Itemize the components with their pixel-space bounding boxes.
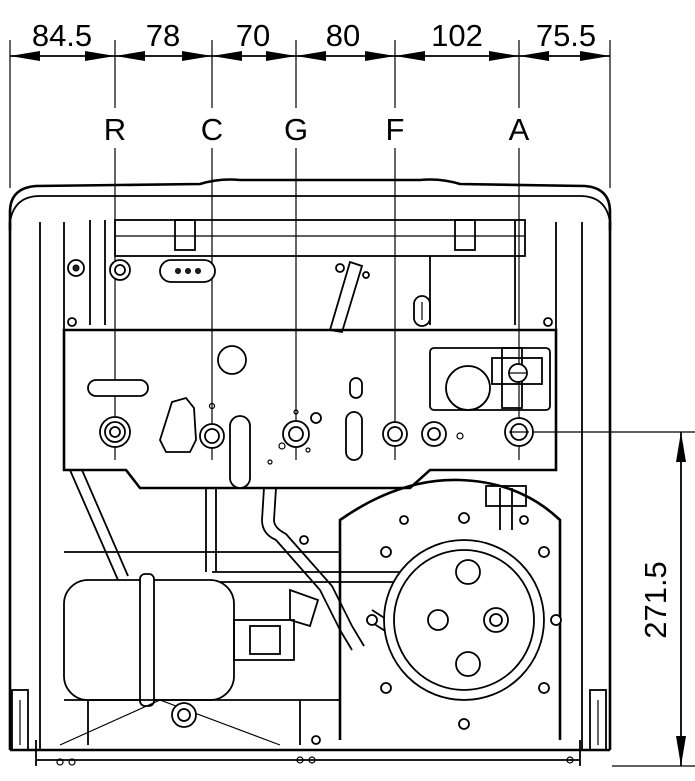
fitting-r: [99, 416, 131, 448]
fitting-a: [504, 417, 534, 447]
upper-internals: [67, 219, 553, 334]
connection-label-f: F: [386, 112, 405, 147]
vertical-dimension: 271.5: [612, 432, 695, 767]
connection-label-r: R: [104, 112, 126, 147]
fitting-c: [199, 423, 225, 449]
connection-plate: [62, 328, 558, 490]
fitting-f: [382, 421, 408, 447]
fittings: [99, 416, 695, 449]
fitting-g: [282, 420, 310, 448]
dimension-label-6: 75.5: [536, 18, 596, 53]
connection-label-g: G: [284, 112, 308, 147]
lower-internals: [59, 469, 562, 746]
dimension-label-3: 70: [236, 18, 270, 53]
dimension-label-vertical: 271.5: [638, 561, 673, 639]
connection-label-c: C: [201, 112, 223, 147]
connection-label-a: A: [509, 112, 530, 147]
boiler-casing: [8, 178, 612, 766]
dimension-label-5: 102: [431, 18, 483, 53]
dimension-label-4: 80: [326, 18, 360, 53]
dimension-label-2: 78: [146, 18, 180, 53]
top-dimension-chain: 84.5 78 70 80 102 75.5: [9, 18, 611, 188]
dimension-label-1: 84.5: [32, 18, 92, 53]
fitting-extra: [421, 421, 447, 447]
